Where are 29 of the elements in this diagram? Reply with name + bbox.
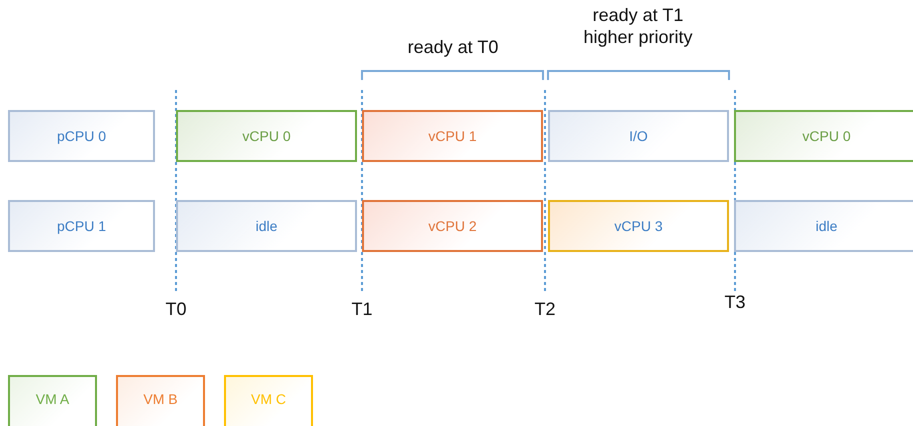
legend-label: VM A <box>36 391 70 407</box>
time-slot-box <box>734 200 913 252</box>
bracket-label: ready at T0 <box>406 36 500 58</box>
time-slot-box <box>176 110 357 162</box>
slot-label: idle <box>816 218 838 234</box>
time-label: T3 <box>724 291 746 313</box>
slot-label: idle <box>256 218 278 234</box>
slot-label: pCPU 1 <box>56 218 106 234</box>
legend-label: VM C <box>251 391 286 407</box>
time-slot-box <box>362 110 543 162</box>
slot-label: vCPU 0 <box>242 128 291 144</box>
slot-label: pCPU 0 <box>56 128 106 144</box>
time-slot-box <box>8 110 155 162</box>
time-slot-box <box>548 110 729 162</box>
time-slot-box <box>548 200 729 252</box>
time-slot-box <box>176 200 357 252</box>
time-slot-box <box>734 110 913 162</box>
slot-label: vCPU 2 <box>428 218 477 234</box>
time-slot-box <box>362 200 543 252</box>
legend-label: VM B <box>143 391 178 407</box>
slot-label: I/O <box>629 128 648 144</box>
bracket-label: ready at T1 higher priority <box>582 4 694 48</box>
slot-label: vCPU 0 <box>802 128 851 144</box>
slot-label: vCPU 3 <box>614 218 663 234</box>
time-label: T0 <box>166 298 186 320</box>
slot-label: vCPU 1 <box>428 128 477 144</box>
time-label: T2 <box>534 298 556 320</box>
time-slot-box <box>8 200 155 252</box>
time-label: T1 <box>352 298 372 320</box>
